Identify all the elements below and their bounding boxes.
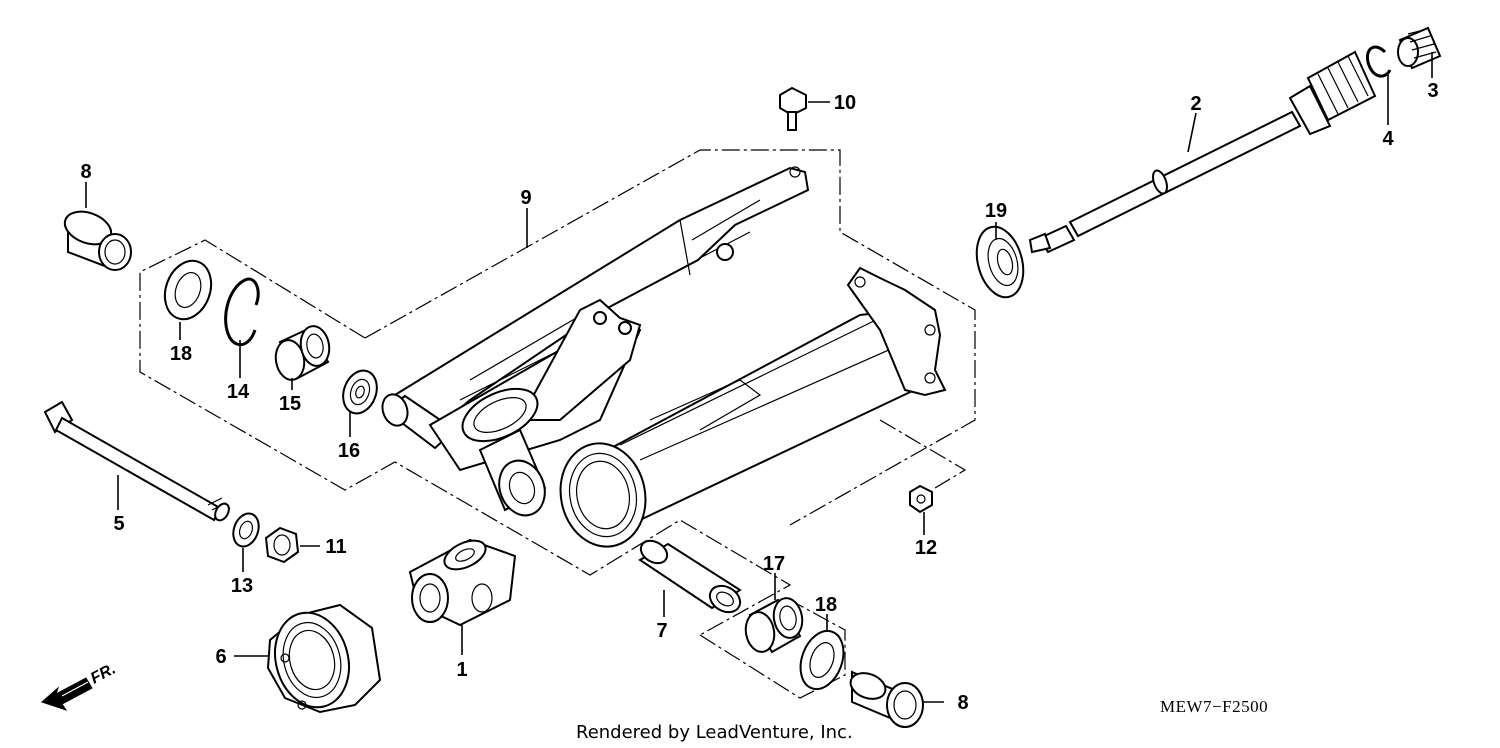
callout-6: 6 [215, 646, 226, 668]
callout-15: 15 [279, 393, 301, 415]
spring[interactable] [1397, 26, 1442, 70]
callout-11: 11 [325, 536, 346, 558]
needle-bearing-left[interactable] [273, 324, 333, 382]
swingarm[interactable] [378, 166, 947, 555]
distance-collar[interactable] [637, 536, 745, 617]
callout-3: 3 [1427, 80, 1438, 102]
callout-18-left: 18 [170, 343, 192, 365]
circlip-left[interactable] [224, 277, 260, 347]
callout-1: 1 [456, 659, 467, 681]
universal-joint[interactable] [408, 535, 517, 627]
oil-seal[interactable] [969, 222, 1030, 303]
front-direction-label: FR. [88, 660, 119, 687]
drive-shaft[interactable] [1028, 50, 1377, 254]
front-arrow-icon: FR. [41, 660, 119, 711]
leader-lines [85, 52, 1433, 703]
callout-8-bottom: 8 [957, 692, 968, 714]
callout-12: 12 [915, 537, 937, 559]
callout-9: 9 [520, 187, 531, 209]
flange-nut[interactable] [909, 484, 933, 514]
flange-bolt[interactable] [779, 86, 807, 131]
callout-2: 2 [1190, 93, 1201, 115]
callout-10: 10 [834, 92, 856, 114]
ring-gear-boot[interactable] [265, 603, 382, 715]
callout-14: 14 [227, 381, 250, 403]
needle-bearing-right[interactable] [743, 596, 806, 654]
pivot-bolt[interactable] [43, 400, 232, 523]
callout-17: 17 [763, 553, 785, 575]
diagram-code: MEW7−F2500 [1160, 697, 1268, 716]
callout-4: 4 [1382, 128, 1394, 150]
callout-5: 5 [113, 513, 124, 535]
render-credit: Rendered by LeadVenture, Inc. [576, 722, 853, 743]
collar-bottom[interactable] [847, 669, 924, 728]
callout-8-top: 8 [80, 161, 91, 183]
callout-7: 7 [656, 620, 667, 642]
callout-labels: 1 2 3 4 5 6 7 8 8 9 10 11 12 13 14 15 16… [80, 80, 1438, 714]
pivot-nut[interactable] [264, 526, 300, 564]
dust-seal-right[interactable] [793, 625, 851, 695]
callout-16: 16 [338, 440, 360, 462]
ball-bearing[interactable] [337, 366, 382, 418]
collar-top[interactable] [60, 206, 132, 271]
washer[interactable] [229, 510, 263, 550]
circlip-shaft[interactable] [1365, 45, 1392, 78]
callout-13: 13 [231, 575, 253, 597]
callout-18-right: 18 [815, 594, 837, 616]
dust-seal-left[interactable] [157, 254, 219, 325]
callout-19: 19 [985, 200, 1007, 222]
